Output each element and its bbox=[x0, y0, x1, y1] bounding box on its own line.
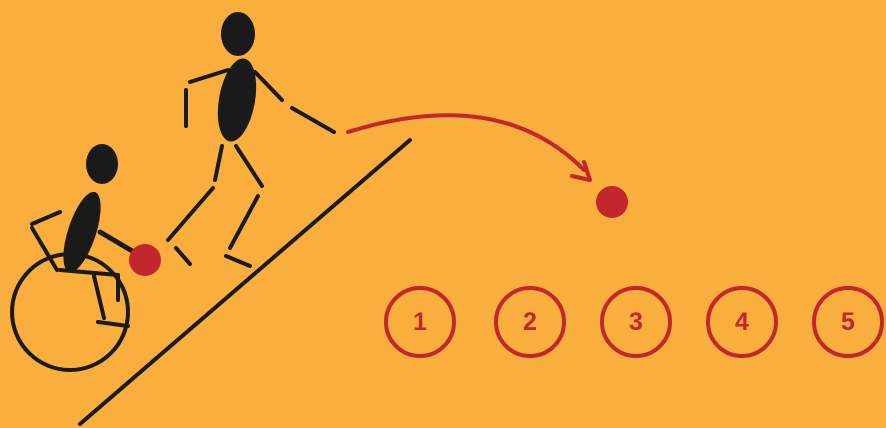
wheelchair-user-head bbox=[86, 144, 118, 184]
target-label: 1 bbox=[413, 308, 427, 336]
thrower-head bbox=[221, 12, 255, 56]
target-4: 4 bbox=[708, 288, 776, 356]
scoring-targets: 1 2 3 4 5 bbox=[386, 288, 882, 356]
thrower-back-upper-arm bbox=[190, 70, 228, 82]
target-label: 2 bbox=[523, 308, 537, 336]
wheelchair-handle bbox=[32, 212, 60, 224]
thrower-back-thigh bbox=[215, 146, 222, 180]
wheelchair-shin bbox=[94, 276, 104, 318]
wheelchair-arm bbox=[100, 232, 134, 252]
thrower-front-upper-arm bbox=[255, 72, 282, 100]
thrower-front-shin bbox=[230, 196, 258, 248]
ramp-line bbox=[80, 140, 410, 424]
thrower-back-foot bbox=[176, 248, 190, 264]
thrower-back-shin bbox=[168, 188, 213, 240]
ball-held bbox=[129, 244, 161, 276]
wheelchair-footrest bbox=[98, 322, 128, 326]
target-label: 4 bbox=[735, 308, 749, 336]
ball-landed bbox=[596, 186, 628, 218]
target-3: 3 bbox=[602, 288, 670, 356]
thrower-torso bbox=[212, 56, 262, 145]
thrower-front-thigh bbox=[236, 146, 262, 186]
target-1: 1 bbox=[386, 288, 454, 356]
wheelchair-user-figure bbox=[12, 144, 134, 370]
thrower-front-foot bbox=[226, 256, 250, 266]
target-label: 5 bbox=[841, 308, 855, 336]
target-2: 2 bbox=[496, 288, 564, 356]
target-label: 3 bbox=[629, 308, 643, 336]
thrower-front-forearm bbox=[292, 108, 334, 132]
target-5: 5 bbox=[814, 288, 882, 356]
